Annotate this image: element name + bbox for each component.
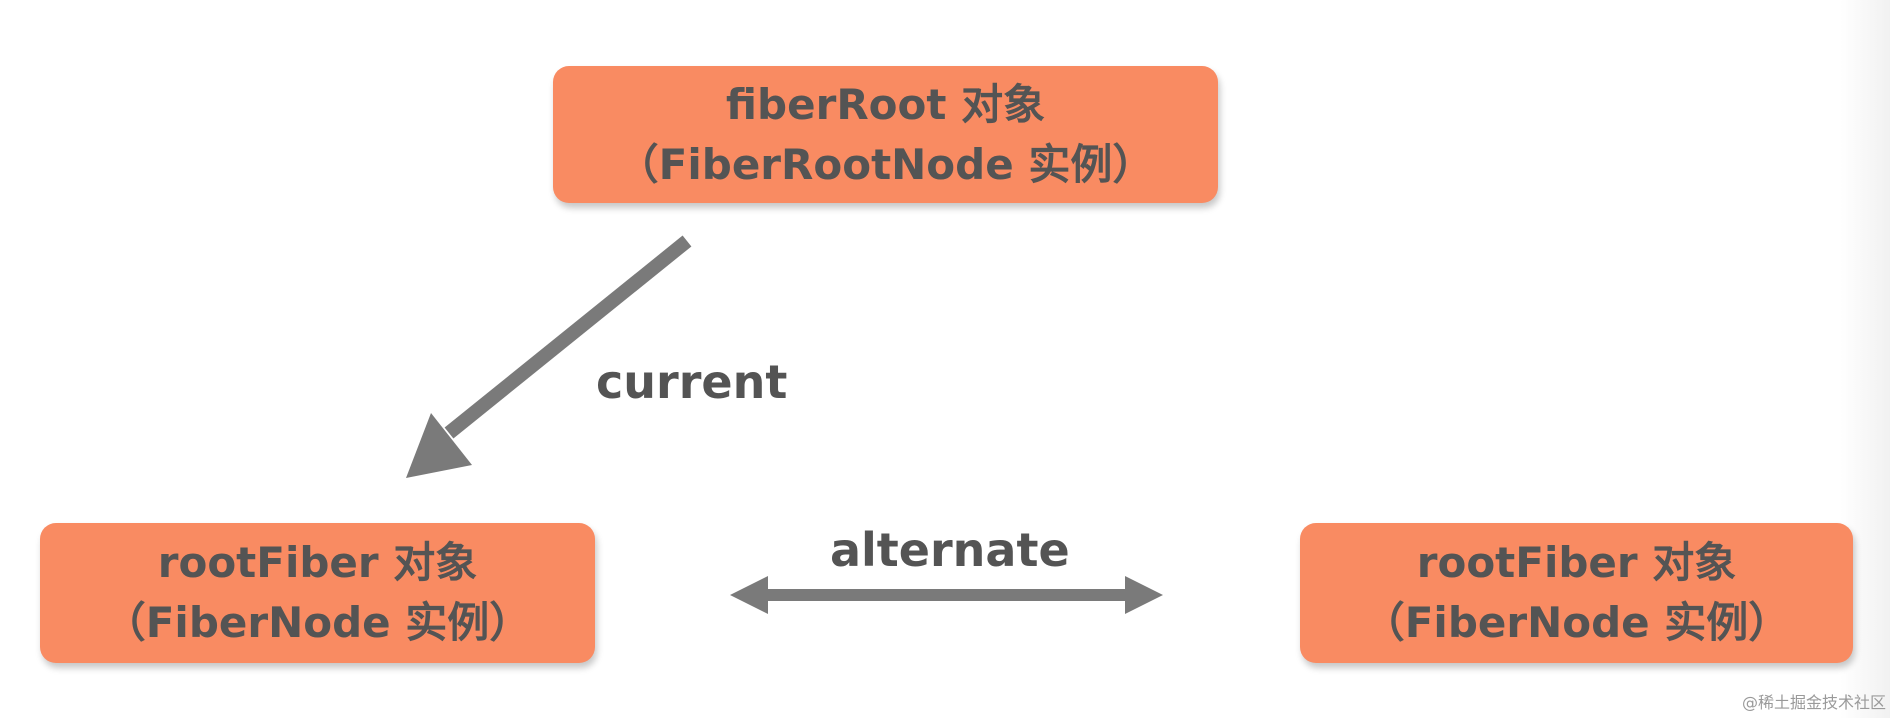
watermark: @稀土掘金技术社区 [1741,693,1886,712]
fiberroot-node: fiberRoot 对象 （FiberRootNode 实例） [553,66,1218,203]
fiberroot-node-title: fiberRoot 对象 [725,79,1046,129]
rootfiber-alternate-subtitle: （FiberNode 实例） [1362,598,1791,647]
alternate-double-arrow [730,576,1163,614]
rootfiber-node-alternate: rootFiber 对象 （FiberNode 实例） [1300,523,1853,663]
rootfiber-alternate-title: rootFiber 对象 [1416,538,1737,587]
fiberroot-node-subtitle: （FiberRootNode 实例） [616,139,1155,189]
alternate-edge-label: alternate [830,523,1070,577]
current-edge-label: current [596,355,788,409]
rootfiber-current-subtitle: （FiberNode 实例） [103,598,532,647]
rootfiber-current-title: rootFiber 对象 [157,538,478,587]
current-arrow [406,235,692,478]
rootfiber-node-current: rootFiber 对象 （FiberNode 实例） [40,523,595,663]
